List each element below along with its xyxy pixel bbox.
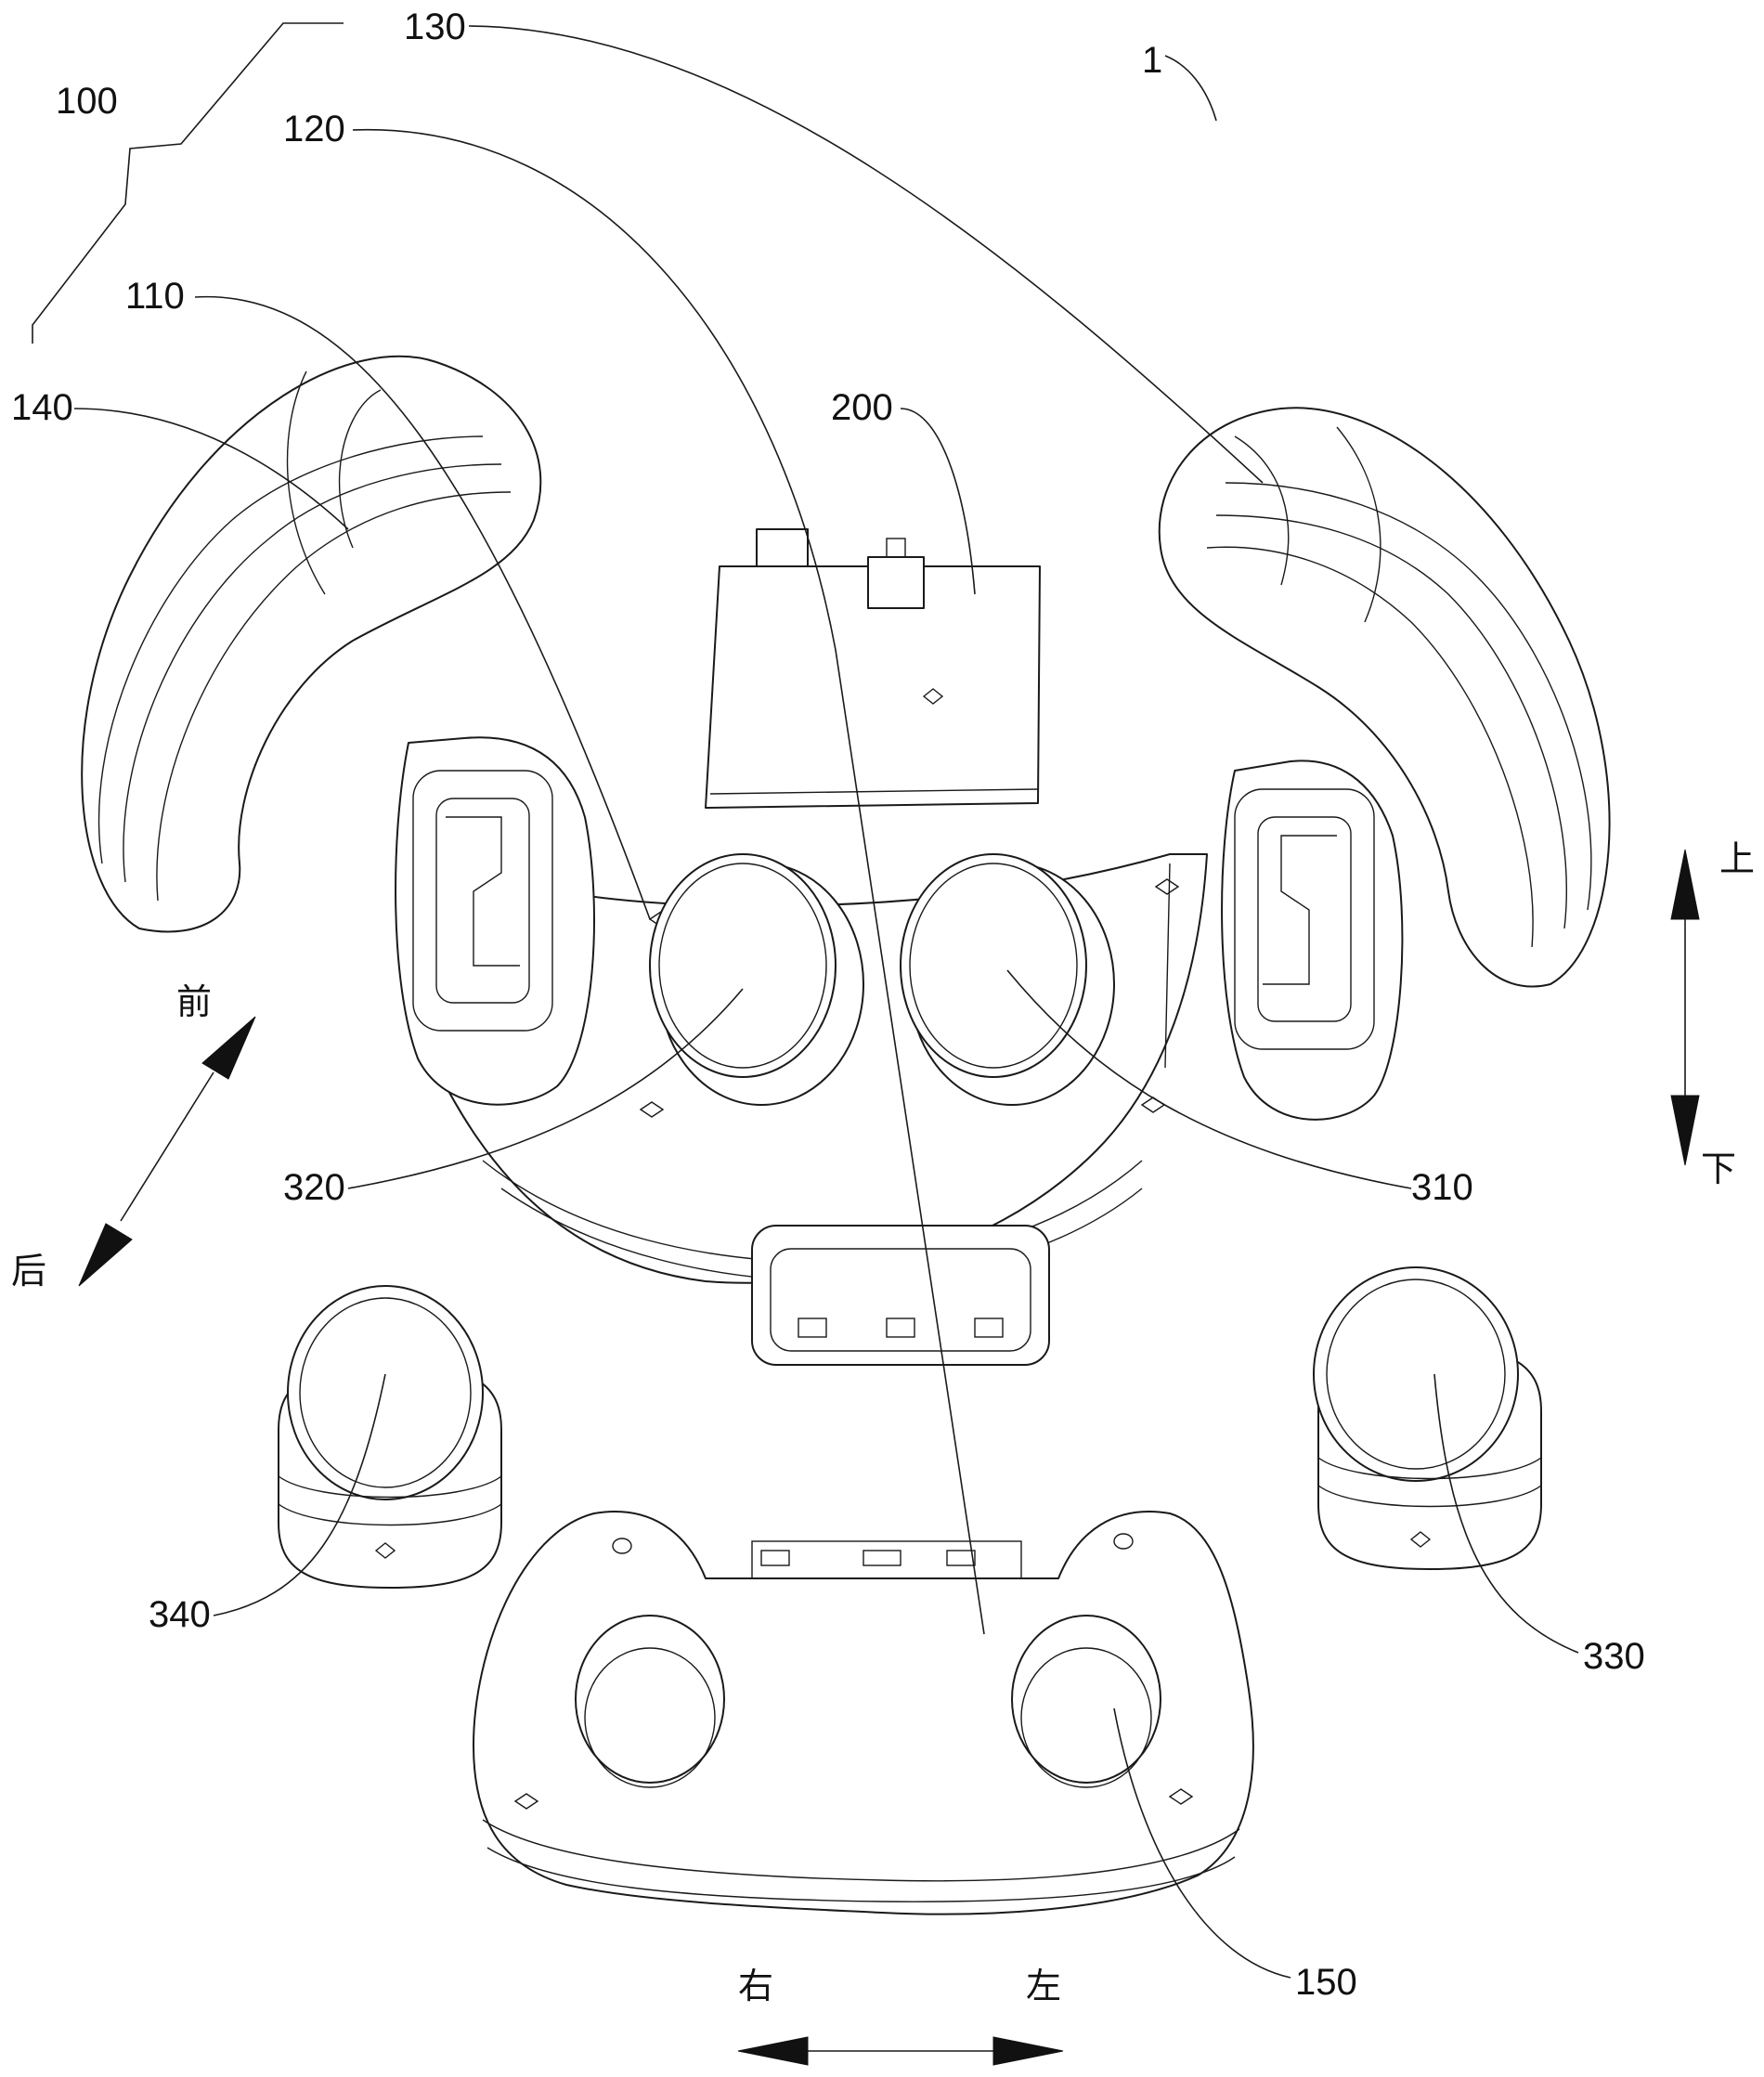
label-320: 320 bbox=[283, 1167, 345, 1208]
label-200: 200 bbox=[831, 387, 893, 428]
direction-front-label: 前 bbox=[176, 981, 212, 1022]
direction-down-label: 下 bbox=[1701, 1149, 1736, 1189]
right-ear-shell bbox=[1158, 407, 1611, 988]
knob-330 bbox=[1313, 1266, 1542, 1570]
label-140: 140 bbox=[11, 387, 73, 428]
direction-right-label: 右 bbox=[738, 1966, 773, 2006]
left-ear-shell bbox=[81, 355, 542, 933]
speaker-320 bbox=[649, 853, 864, 1106]
label-1: 1 bbox=[1142, 40, 1162, 81]
circuit-board bbox=[705, 528, 1041, 809]
direction-up-label: 上 bbox=[1719, 838, 1755, 879]
label-150: 150 bbox=[1295, 1962, 1357, 2003]
main-housing bbox=[395, 736, 1404, 1366]
label-130: 130 bbox=[404, 6, 466, 47]
up-down-arrow bbox=[1670, 849, 1700, 1166]
label-110: 110 bbox=[125, 276, 185, 317]
direction-left-label: 左 bbox=[1026, 1966, 1061, 2006]
left-right-arrow bbox=[737, 2036, 1064, 2066]
direction-back-label: 后 bbox=[11, 1251, 46, 1292]
label-310: 310 bbox=[1411, 1167, 1473, 1208]
label-340: 340 bbox=[149, 1594, 211, 1635]
bottom-cover bbox=[473, 1511, 1254, 1915]
label-330: 330 bbox=[1583, 1636, 1645, 1677]
speaker-310 bbox=[900, 853, 1115, 1106]
leader-lines bbox=[32, 22, 1579, 1979]
label-100: 100 bbox=[56, 81, 118, 122]
knob-340 bbox=[278, 1285, 502, 1589]
front-back-arrow bbox=[78, 1016, 256, 1287]
label-120: 120 bbox=[283, 109, 345, 149]
